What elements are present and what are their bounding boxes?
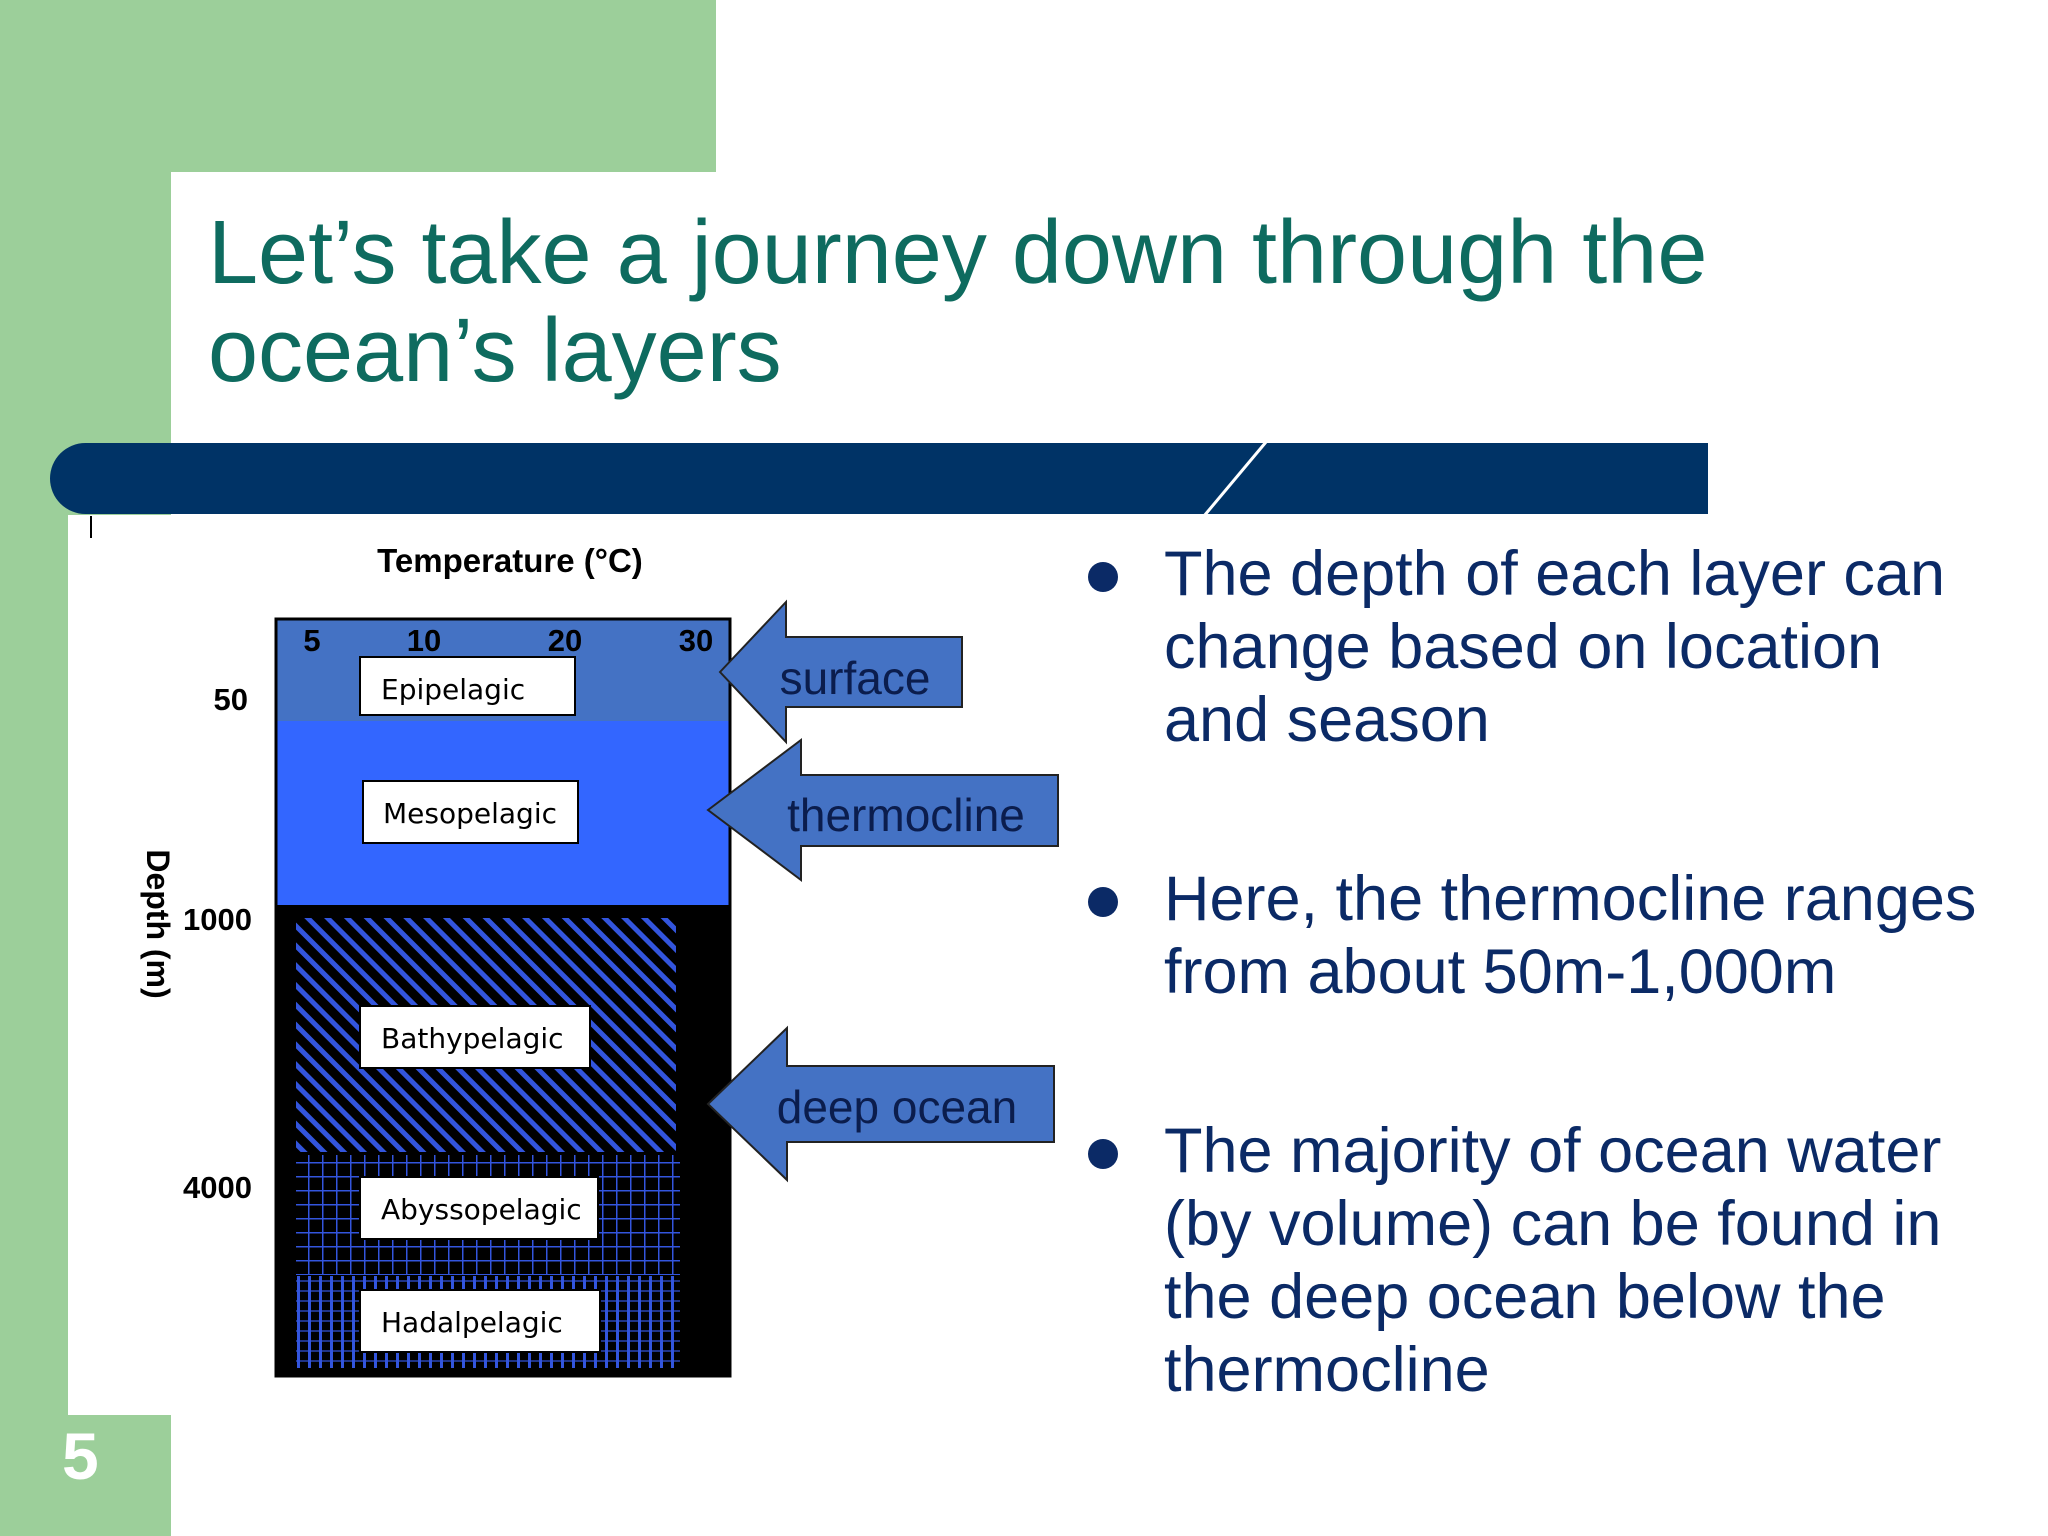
svg-text:Bathypelagic: Bathypelagic [381, 1022, 564, 1055]
arrow-surface-shape [718, 599, 963, 745]
arrow-surface: surface [718, 599, 963, 745]
bullet-dot-icon [1088, 1139, 1118, 1169]
depth-tick-4000: 4000 [183, 1170, 252, 1205]
svg-text:Abyssopelagic: Abyssopelagic [381, 1193, 582, 1226]
bullet-text: The depth of each layer can change based… [1164, 539, 1946, 755]
bullet-dot-icon [1088, 562, 1118, 592]
label-hadalpelagic: Hadalpelagic [359, 1289, 601, 1353]
temperature-axis-label: Temperature (°C) [377, 542, 643, 579]
svg-text:Epipelagic: Epipelagic [381, 673, 525, 706]
column-outline [274, 617, 732, 1378]
bullet-list: The depth of each layer can change based… [1088, 538, 1988, 1513]
arrow-deep-ocean-label: deep ocean [777, 1081, 1017, 1133]
label-abyssopelagic: Abyssopelagic [359, 1176, 599, 1240]
arrow-thermocline: thermocline [706, 737, 1059, 883]
svg-text:Hadalpelagic: Hadalpelagic [381, 1306, 563, 1339]
bullet-text: Here, the thermocline ranges from about … [1164, 864, 1977, 1007]
bullet-dot-icon [1088, 887, 1118, 917]
bar-slash-accent [1202, 441, 1268, 517]
temperature-tick-5: 5 [303, 623, 320, 658]
bullet-item: The majority of ocean water (by volume) … [1088, 1115, 1988, 1407]
arrow-thermocline-shape [706, 737, 1059, 883]
bullet-item: Here, the thermocline ranges from about … [1088, 863, 1988, 1009]
temperature-tick-20: 20 [548, 623, 582, 658]
temperature-tick-30: 30 [679, 623, 713, 658]
page-number: 5 [62, 1419, 99, 1493]
bullet-item: The depth of each layer can change based… [1088, 538, 1988, 757]
label-mesopelagic: Mesopelagic [362, 780, 579, 844]
slide-title: Let’s take a journey down through the oc… [208, 203, 1708, 401]
label-epipelagic: Epipelagic [359, 656, 576, 716]
corner-tick [90, 516, 92, 538]
arrow-deep-ocean-shape [706, 1025, 1055, 1183]
bullet-text: The majority of ocean water (by volume) … [1164, 1116, 1942, 1405]
arrow-deep-ocean: deep ocean [706, 1025, 1055, 1183]
depth-tick-1000: 1000 [183, 902, 252, 937]
arrow-thermocline-label: thermocline [787, 789, 1025, 841]
title-underline-bar [50, 443, 1708, 514]
temperature-tick-10: 10 [407, 623, 441, 658]
label-bathypelagic: Bathypelagic [359, 1005, 591, 1069]
svg-text:Mesopelagic: Mesopelagic [383, 797, 557, 830]
arrow-surface-label: surface [780, 652, 931, 704]
depth-axis-label: Depth (m) [140, 849, 176, 998]
depth-tick-50: 50 [214, 682, 248, 717]
